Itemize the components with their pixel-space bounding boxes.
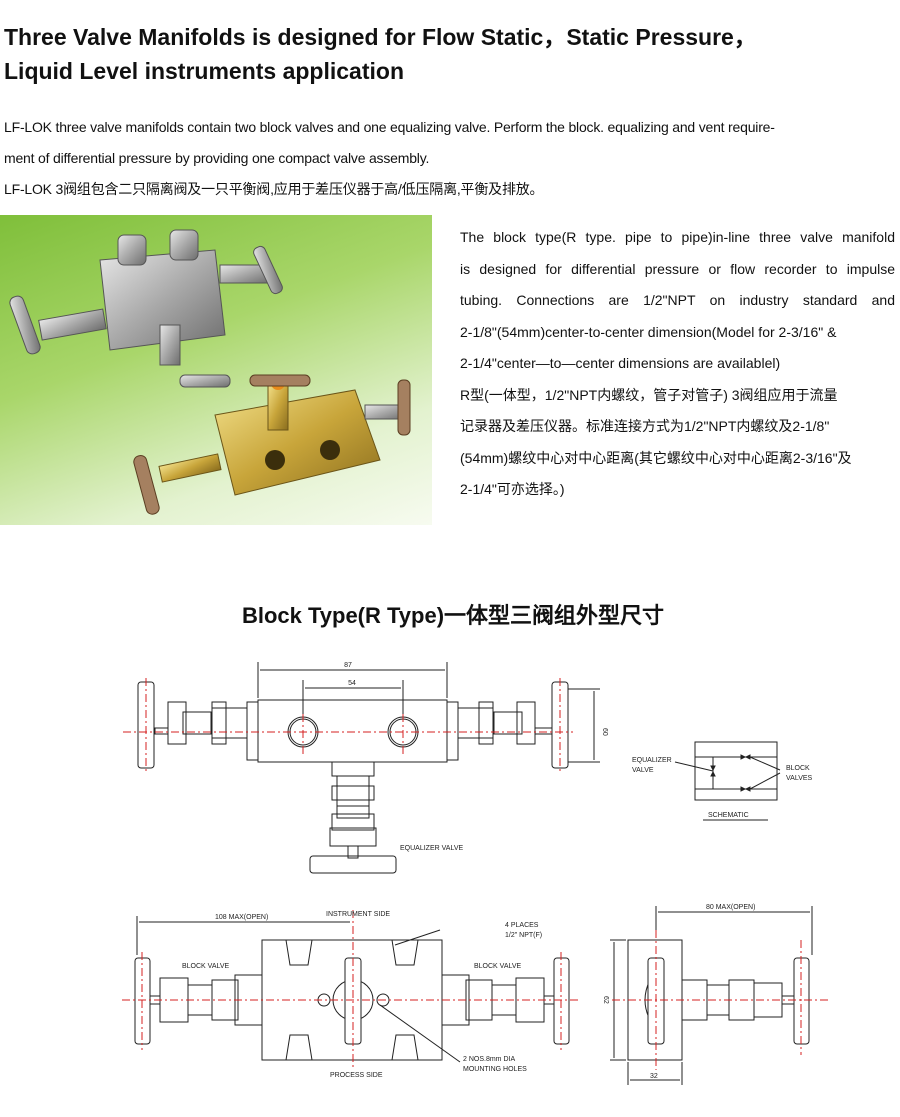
description-line: 记录器及差压仪器。标准连接方式为1/2"NPT内螺纹及2-1/8" <box>460 418 830 434</box>
product-description: The block type(R type. pipe to pipe)in-l… <box>460 222 895 506</box>
instrument-side-label: INSTRUMENT SIDE <box>326 911 390 918</box>
dim-32-label: 32 <box>650 1073 658 1080</box>
description-line: tubing. Connections are 1/2"NPT on indus… <box>460 292 895 308</box>
ports-label: 1/2" NPT(F) <box>505 932 542 939</box>
description-line: is designed for differential pressure or… <box>460 260 895 277</box>
top-view-drawing <box>123 662 600 874</box>
description-line: The block type(R type. pipe to pipe)in-l… <box>460 229 895 245</box>
description-line: 2-1/8"(54mm)center-to-center dimension(M… <box>460 323 837 340</box>
dim-87-label: 87 <box>344 662 352 669</box>
block-valve-left-label: BLOCK VALVE <box>182 963 230 970</box>
dim-54-label: 54 <box>348 680 356 687</box>
process-side-label: PROCESS SIDE <box>330 1072 383 1079</box>
description-line: 2-1/4"center—to—center dimensions are av… <box>460 355 781 371</box>
steel-manifold <box>9 229 283 388</box>
schematic-diagram <box>674 741 781 821</box>
mounting-holes-label: MOUNTING HOLES <box>463 1066 527 1073</box>
schematic-block-label: BLOCK <box>786 765 810 772</box>
dim-108-label: 108 MAX(OPEN) <box>215 914 268 921</box>
schematic-equalizer-label: VALVE <box>632 767 654 774</box>
description-line: 2-1/4"可亦选择。) <box>460 481 565 497</box>
intro-line: ment of differential pressure by providi… <box>4 150 430 166</box>
intro-paragraph: LF-LOK three valve manifolds contain two… <box>4 112 896 205</box>
schematic-block-label: VALVES <box>786 775 813 782</box>
intro-line-chinese: LF-LOK 3阀组包含二只隔离阀及一只平衡阀,应用于差压仪器于高/低压隔离,平… <box>4 181 544 197</box>
centerlines <box>612 930 830 1070</box>
technical-drawings: 87 54 60 EQUALIZER VALVE EQUALIZER VALVE… <box>122 662 830 1085</box>
brass-manifold <box>133 374 411 515</box>
page-title: Three Valve Manifolds is designed for Fl… <box>4 20 757 88</box>
block-valve-right-label: BLOCK VALVE <box>474 963 522 970</box>
schematic-equalizer-label: EQUALIZER <box>632 757 672 764</box>
dim-62-label: 62 <box>602 996 609 1004</box>
equalizer-valve-label: EQUALIZER VALVE <box>400 845 463 852</box>
title-line-2: Liquid Level instruments application <box>4 58 404 84</box>
section-heading: Block Type(R Type)一体型三阀组外型尺寸 <box>241 603 665 628</box>
schematic-caption: SCHEMATIC <box>708 812 749 819</box>
title-line-1: Three Valve Manifolds is designed for Fl… <box>4 24 757 50</box>
centerlines <box>123 678 573 772</box>
description-line: R型(一体型，1/2"NPT内螺纹，管子对管子) 3阀组应用于流量 <box>460 386 838 403</box>
mounting-holes-label: 2 NOS.8mm DIA <box>463 1056 515 1063</box>
manifold-photo-illustration <box>9 229 411 515</box>
side-view-drawing <box>610 906 830 1085</box>
centerlines <box>122 910 580 1070</box>
dim-60-label: 60 <box>601 728 608 736</box>
product-photo <box>0 215 432 525</box>
ports-label: 4 PLACES <box>505 922 539 929</box>
dim-80-label: 80 MAX(OPEN) <box>706 904 755 911</box>
intro-line: LF-LOK three valve manifolds contain two… <box>4 119 775 135</box>
front-view-drawing <box>122 910 580 1070</box>
description-line: (54mm)螺纹中心对中心距离(其它螺纹中心对中心距离2-3/16"及 <box>460 449 852 466</box>
